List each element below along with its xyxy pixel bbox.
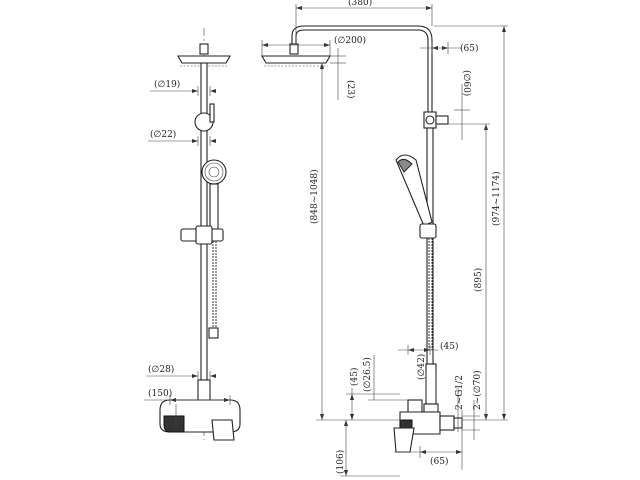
dim-height-974-1174: (974~1174)	[434, 25, 508, 421]
dim-dia-200-label: (∅200)	[334, 35, 366, 46]
dim-dia-19: (∅19)	[150, 79, 216, 96]
dim-dia-22-label: (∅22)	[150, 129, 176, 140]
dim-dia-26-5: (∅26.5)	[362, 355, 408, 401]
dim-offset-45-bar-label: (45)	[440, 341, 458, 352]
dim-dia-28: (∅28)	[146, 364, 216, 381]
dim-width-380: (380)	[295, 0, 433, 44]
dim-offset-65-top: (65)	[420, 42, 478, 54]
dim-dia-42-label: (∅42)	[416, 354, 427, 380]
dim-dia-200: (∅200)	[261, 35, 366, 56]
dim-width-380-label: (380)	[348, 0, 372, 8]
dim-height-106: (106)	[335, 420, 400, 477]
dim-dia-60-label: (∅60)	[461, 70, 472, 96]
dim-head-23-label: (23)	[345, 80, 356, 98]
side-hand-shower	[395, 154, 437, 239]
dim-height-848-1048: (848~1048)	[309, 63, 402, 421]
dim-dia-26-5-label: (∅26.5)	[362, 357, 373, 392]
dim-height-848-1048-label: (848~1048)	[309, 169, 320, 224]
dim-thread-g12: 2~G1/2	[455, 375, 465, 432]
side-diverter	[423, 111, 449, 129]
front-mixer	[159, 379, 241, 441]
dim-height-895: (895)	[473, 124, 488, 420]
front-hose	[208, 241, 219, 339]
front-rain-head	[177, 43, 231, 67]
dim-dia-70: 2~(∅70)	[462, 370, 483, 440]
dim-spacing-150-label: (150)	[148, 388, 172, 399]
dim-dia-19-label: (∅19)	[154, 79, 180, 90]
front-hand-shower	[201, 159, 227, 231]
side-view: (380) (∅200) (23) (65)	[261, 0, 508, 477]
dim-offset-45-bar: (45)	[398, 341, 458, 355]
dim-height-45-label: (45)	[349, 368, 360, 386]
front-diverter	[194, 103, 215, 132]
dim-dia-70-label: 2~(∅70)	[472, 370, 483, 410]
dim-offset-65-bottom: (65)	[394, 446, 462, 467]
front-slide-holder	[180, 225, 224, 245]
dim-height-106-label: (106)	[335, 450, 346, 474]
dim-offset-65-top-label: (65)	[460, 43, 478, 54]
dim-height-895-label: (895)	[473, 268, 484, 292]
dim-height-45: (45)	[346, 368, 400, 420]
dim-spacing-150: (150)	[144, 388, 232, 405]
side-hose	[428, 238, 433, 350]
front-view: (∅19) (∅22) (∅28) (150)	[144, 28, 241, 441]
dim-dia-60: (∅60)	[448, 70, 490, 140]
dim-dia-22: (∅22)	[148, 129, 216, 146]
dim-head-23: (23)	[330, 48, 356, 100]
dim-thread-g12-label: 2~G1/2	[455, 375, 465, 410]
dim-dia-42: (∅42)	[416, 354, 437, 400]
dim-dia-28-label: (∅28)	[148, 364, 174, 375]
dim-height-974-1174-label: (974~1174)	[491, 171, 502, 226]
dim-offset-65-bottom-label: (65)	[430, 456, 448, 467]
side-rain-head	[261, 43, 331, 67]
